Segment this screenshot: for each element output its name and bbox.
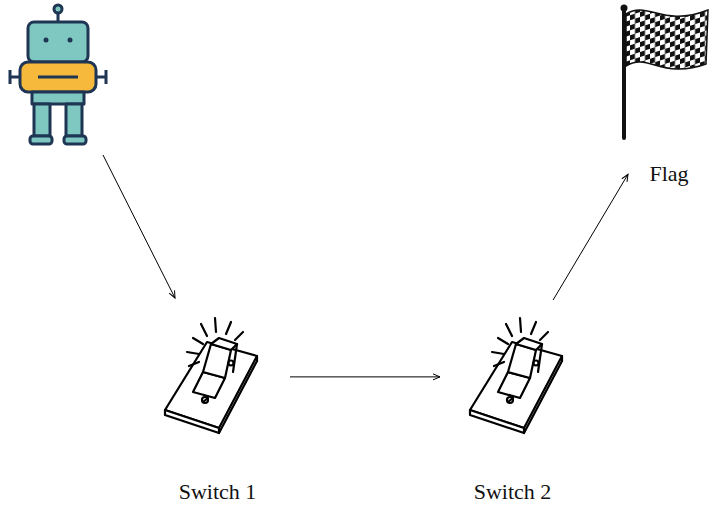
switch-node: Switch 1 bbox=[145, 300, 290, 505]
switch-icon bbox=[165, 318, 257, 433]
flag-icon bbox=[621, 5, 709, 139]
node-label: Switch 1 bbox=[179, 479, 257, 505]
robot-icon bbox=[10, 5, 106, 144]
flow-arrow bbox=[553, 174, 628, 300]
switch-node: Switch 2 bbox=[440, 300, 585, 505]
switch-icon bbox=[470, 318, 562, 433]
node-label: Flag bbox=[649, 161, 688, 187]
flow-arrow bbox=[290, 376, 440, 377]
start-arrow bbox=[103, 155, 175, 298]
node-label: Switch 2 bbox=[474, 479, 552, 505]
switch-node: Flag bbox=[628, 5, 710, 187]
